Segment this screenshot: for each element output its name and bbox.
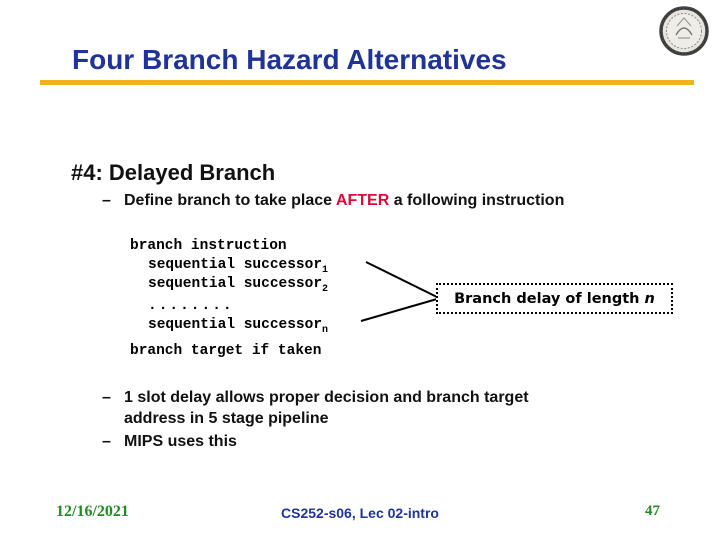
title-underline-rule	[40, 80, 694, 85]
successor-subscript: 2	[322, 283, 329, 295]
successor-prefix: sequential successor	[148, 276, 323, 292]
university-seal-icon	[658, 5, 710, 57]
code-line-ellipsis: ........	[148, 298, 234, 314]
section-heading: #4: Delayed Branch	[71, 160, 276, 185]
callout-variable: n	[644, 290, 655, 307]
bullet-define-highlight: AFTER	[335, 192, 390, 209]
code-line-target: branch target if taken	[130, 343, 322, 359]
footer-page-number: 47	[645, 503, 660, 519]
code-line-successor-n: sequential successorn	[130, 316, 328, 335]
footer-course-label: CS252-s06, Lec 02-intro	[281, 505, 439, 521]
code-line-successor-1: sequential successor1	[130, 256, 328, 275]
bullet-define-branch: – Define branch to take place AFTER a fo…	[102, 192, 662, 210]
code-block: branch instruction sequential successor1…	[130, 237, 328, 361]
successor-prefix: sequential successor	[148, 257, 323, 273]
slide-title: Four Branch Hazard Alternatives	[72, 44, 507, 75]
successor-subscript: n	[322, 324, 329, 336]
bullet-dash: –	[102, 389, 111, 406]
code-line-branch: branch instruction	[130, 238, 287, 254]
branch-delay-callout-box: Branch delay of length n	[436, 283, 673, 314]
successor-prefix: sequential successor	[148, 317, 323, 333]
bullet-slot-delay: – 1 slot delay allows proper decision an…	[102, 387, 598, 429]
bullet-define-text: Define branch to take place AFTER a foll…	[124, 192, 564, 210]
bullet-mips: – MIPS uses this	[102, 431, 502, 452]
bullet-define-post: a following instruction	[389, 192, 565, 209]
bullet-dash: –	[102, 192, 111, 209]
successor-subscript: 1	[322, 264, 329, 276]
bullet-mips-text: MIPS uses this	[124, 433, 237, 450]
bullet-slot-text: 1 slot delay allows proper decision and …	[124, 389, 529, 427]
footer-date: 12/16/2021	[56, 503, 129, 520]
callout-label: Branch delay of length	[454, 290, 645, 307]
code-line-successor-2: sequential successor2	[130, 275, 328, 294]
bullet-define-pre: Define branch to take place	[124, 192, 336, 209]
bullet-dash: –	[102, 433, 111, 450]
